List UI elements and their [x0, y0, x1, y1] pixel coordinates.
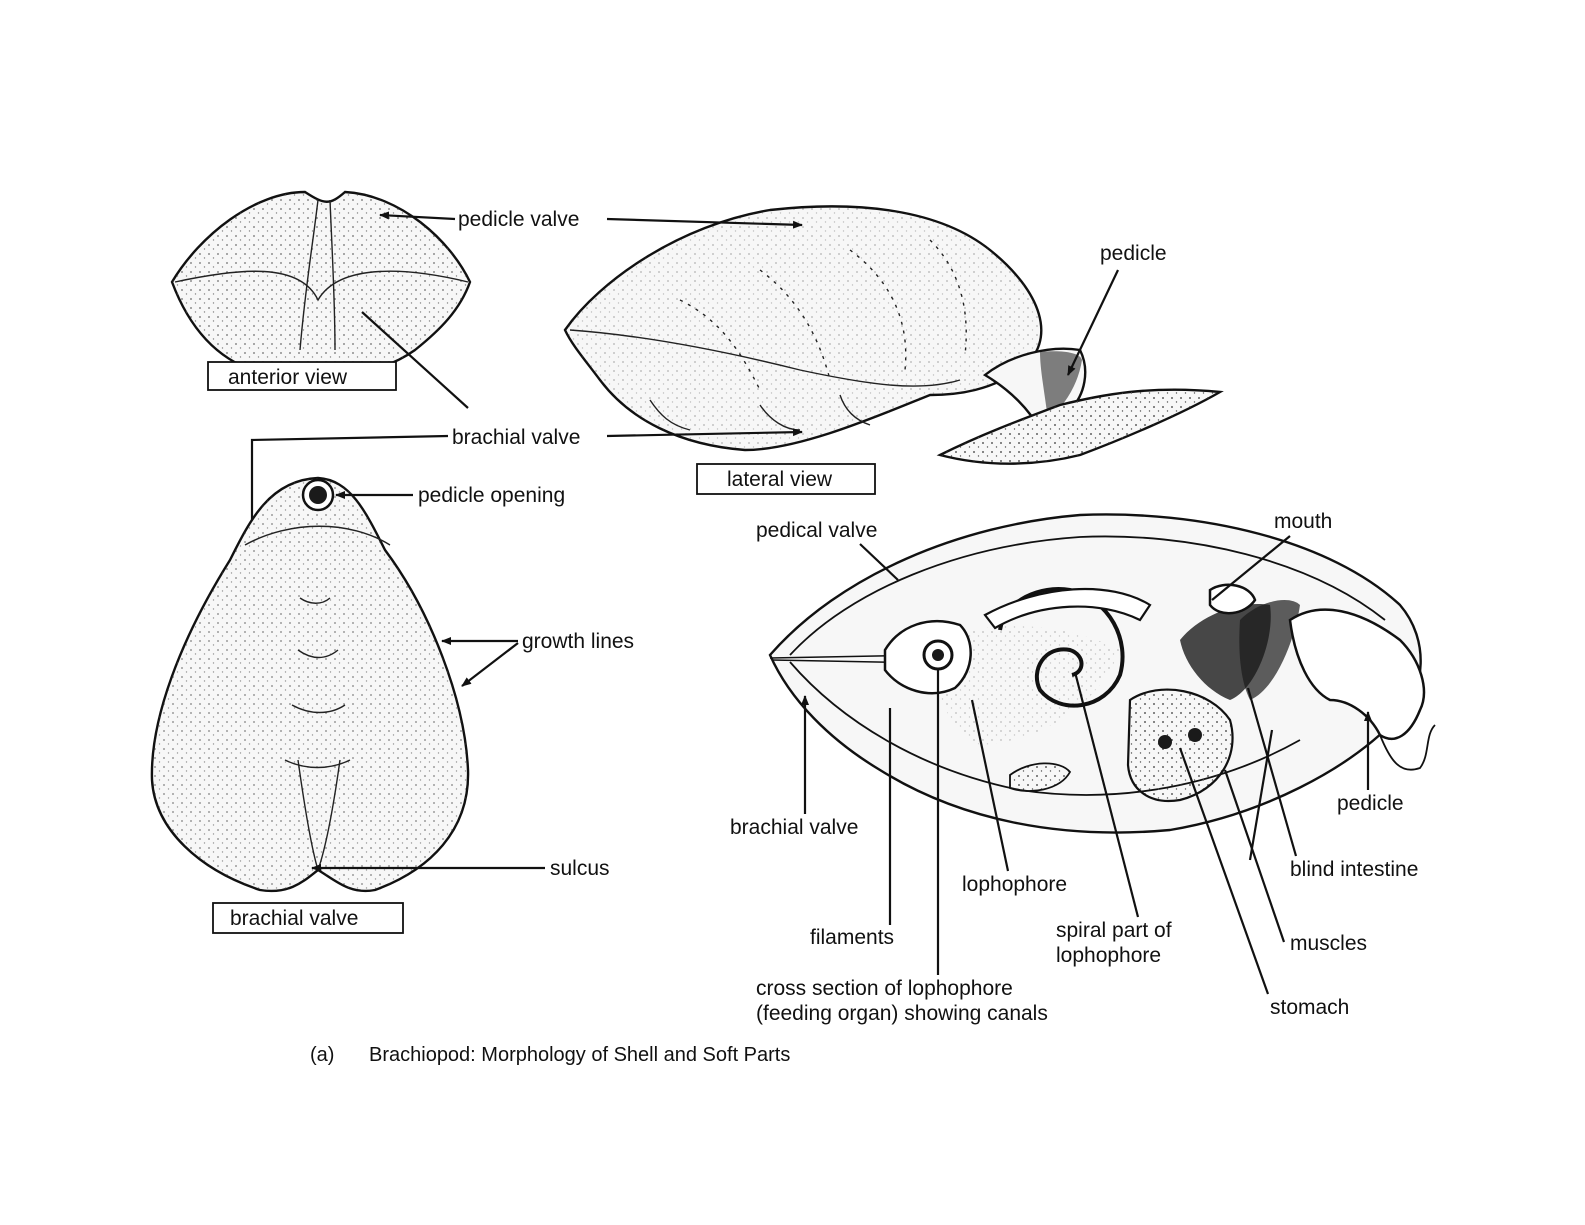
brachial-valve-mid-label: brachial valve	[452, 426, 580, 449]
lateral-view-shell	[563, 205, 1043, 452]
spiral-part-pointer	[1073, 671, 1140, 918]
stomach-pointer	[1178, 747, 1270, 995]
muscles-label: muscles	[1290, 932, 1367, 955]
anterior-view-label-box	[207, 361, 397, 391]
blind-intestine-label: blind intestine	[1290, 858, 1418, 881]
lateral-view-label-box	[696, 463, 876, 495]
spiral-part-label-line2: lophophore	[1056, 944, 1161, 967]
mouth-label: mouth	[1274, 510, 1332, 533]
anterior-view-label: anterior view	[228, 366, 348, 389]
pedicle-right-label: pedicle	[1337, 792, 1404, 815]
pedicle-valve-label: pedicle valve	[458, 208, 579, 231]
caption-text: Brachiopod: Morphology of Shell and Soft…	[369, 1044, 790, 1066]
filaments-label: filaments	[810, 926, 894, 949]
caption-letter: (a)	[310, 1044, 334, 1066]
blind-intestine-pointer	[1246, 687, 1298, 857]
lophophore-label: lophophore	[962, 873, 1067, 896]
cross-section-label-line2: (feeding organ) showing canals	[756, 1002, 1048, 1025]
pedicle-valve-right-arrow	[606, 217, 803, 229]
pedical-valve-pointer	[859, 543, 899, 581]
muscles-pointer-1	[1223, 769, 1286, 943]
mouth-pointer	[1211, 535, 1291, 601]
brachial-valve-box-label: brachial valve	[230, 907, 358, 930]
pedicle-opening-label: pedicle opening	[418, 484, 565, 507]
anterior-view-shell	[170, 190, 472, 380]
pedicle-opening-hole	[309, 486, 327, 504]
cross-section-label-line1: cross section of lophophore	[756, 977, 1013, 1000]
brachial-valve-lateral-arrow	[606, 428, 803, 438]
pedicle-top-label: pedicle	[1100, 242, 1167, 265]
muscles-pointer-2	[1248, 729, 1274, 861]
spiral-part-label-line1: spiral part of	[1056, 919, 1172, 942]
sulcus-label: sulcus	[550, 857, 610, 880]
cross-section-body	[768, 513, 1436, 834]
stomach-label: stomach	[1270, 996, 1349, 1019]
growth-lines-arrow-2	[461, 642, 519, 687]
dorsal-view-shell	[150, 476, 470, 893]
brachial-valve-box	[212, 902, 404, 934]
lateral-view-label: lateral view	[727, 468, 833, 491]
pedical-valve-label: pedical valve	[756, 519, 877, 542]
pedicle-top-arrow	[1067, 269, 1119, 376]
brachial-valve-anterior-pointer	[361, 311, 469, 409]
pedicle-valve-left-arrow	[379, 211, 456, 221]
growth-lines-label: growth lines	[522, 630, 634, 653]
brachial-valve-right-label: brachial valve	[730, 816, 858, 839]
lophophore-pointer	[970, 699, 1010, 872]
lateral-view-pedicle	[936, 347, 1224, 465]
